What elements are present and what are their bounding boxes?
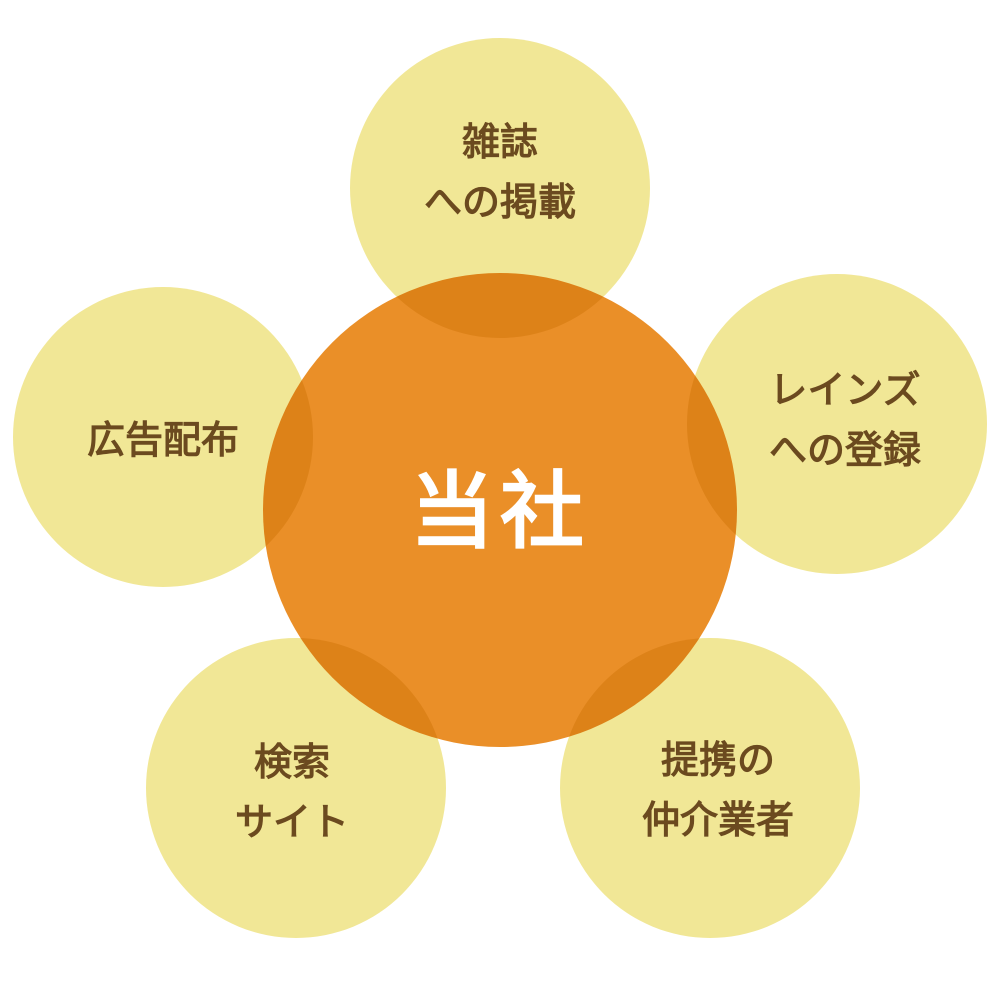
node-circle-flyers (13, 287, 313, 587)
node-label-reins: レインズへの登録 (769, 360, 921, 480)
node-label-partner-agents: 提携の仲介業者 (642, 730, 794, 850)
node-circle-reins (687, 274, 987, 574)
label-line: への登録 (768, 428, 922, 472)
node-label-flyers: 広告配布 (87, 410, 239, 470)
center-label: 当社 (409, 462, 591, 561)
label-line: 仲介業者 (641, 798, 795, 842)
node-label-search-sites: 検索サイト (235, 732, 349, 852)
label-line: 提携の (660, 738, 776, 782)
label-line: 広告配布 (86, 418, 240, 462)
center-circle (263, 273, 737, 747)
label-line: サイト (234, 800, 350, 844)
label-line: 雑誌 (461, 120, 539, 164)
label-line: レインズ (769, 368, 921, 412)
label-line: 検索 (253, 740, 331, 784)
label-line: への掲載 (423, 180, 577, 224)
node-label-magazine: 雑誌への掲載 (424, 112, 576, 232)
